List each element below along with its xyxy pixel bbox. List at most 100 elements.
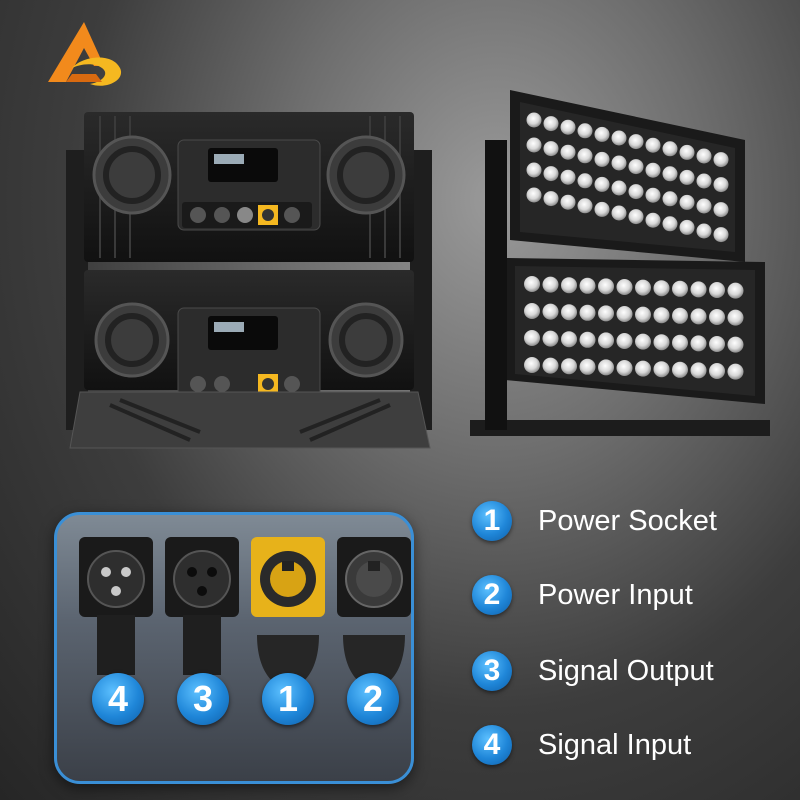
led-lens xyxy=(635,333,651,350)
connector-closeup: 4 3 1 2 xyxy=(54,512,414,784)
led-lens xyxy=(690,308,707,325)
port-xlr-female xyxy=(165,537,239,675)
port-badge-4: 4 xyxy=(92,673,144,725)
led-lens xyxy=(577,198,593,214)
led-lens xyxy=(662,141,678,157)
led-lens xyxy=(594,126,610,142)
led-lens xyxy=(594,151,610,167)
legend-number-badge: 2 xyxy=(472,575,512,615)
led-lens xyxy=(598,332,614,349)
led-lens xyxy=(561,277,577,294)
led-lens xyxy=(560,194,576,210)
led-lens xyxy=(524,330,540,346)
port-badge-3: 3 xyxy=(177,673,229,725)
led-lens xyxy=(713,227,729,243)
legend-label: Signal Input xyxy=(538,728,692,761)
led-lens xyxy=(616,306,633,322)
led-lens xyxy=(542,303,559,320)
led-lens xyxy=(653,280,670,297)
legend-item-signal-output: 3 Signal Output xyxy=(472,648,714,694)
led-lens xyxy=(709,336,725,352)
led-lens xyxy=(526,162,542,178)
led-lens xyxy=(543,191,559,207)
led-lens xyxy=(598,278,614,295)
led-lens xyxy=(560,144,576,160)
led-lens xyxy=(526,137,542,153)
led-lens xyxy=(679,219,695,235)
led-lens xyxy=(594,201,610,217)
led-lens xyxy=(653,361,670,378)
led-lens xyxy=(542,330,559,347)
led-lens xyxy=(635,306,651,323)
led-lens xyxy=(645,137,661,153)
led-lens xyxy=(560,169,576,185)
led-lens xyxy=(628,159,644,175)
led-lens xyxy=(579,304,596,321)
triangle-swirl-logo-icon xyxy=(48,22,122,86)
legend-item-power-socket: 1 Power Socket xyxy=(472,498,717,544)
led-lens xyxy=(696,223,712,239)
led-lens xyxy=(526,187,542,203)
led-lens xyxy=(616,333,633,349)
led-lens xyxy=(542,357,559,374)
led-lens xyxy=(594,176,610,192)
led-lens xyxy=(561,331,577,348)
led-lens xyxy=(713,152,729,168)
led-lens xyxy=(561,304,577,321)
led-lens xyxy=(727,363,744,380)
led-lens xyxy=(696,173,712,189)
led-lens xyxy=(598,305,614,322)
led-lens xyxy=(616,279,633,295)
led-lens xyxy=(713,202,729,218)
led-lens xyxy=(611,205,627,221)
led-lens xyxy=(662,216,678,232)
legend-number-badge: 1 xyxy=(472,501,512,541)
led-lens xyxy=(645,187,661,203)
led-lens xyxy=(679,144,695,160)
led-lens xyxy=(542,276,559,293)
led-lens xyxy=(543,166,559,182)
led-lens xyxy=(672,307,688,324)
legend-number-badge: 3 xyxy=(472,651,512,691)
led-lens xyxy=(560,119,576,135)
led-lens xyxy=(653,334,670,351)
led-lens xyxy=(727,309,744,326)
led-lens xyxy=(561,358,577,375)
led-lens xyxy=(672,280,688,297)
led-lens xyxy=(628,134,644,150)
led-lens xyxy=(635,279,651,296)
port-powercon-yellow xyxy=(251,537,325,688)
led-lens xyxy=(543,141,559,157)
led-lens xyxy=(628,209,644,225)
led-lens xyxy=(662,191,678,207)
led-lens xyxy=(709,309,725,325)
led-lens xyxy=(543,116,559,132)
led-lens xyxy=(645,162,661,178)
port-xlr-male xyxy=(79,537,153,675)
legend-label: Power Socket xyxy=(538,504,717,537)
legend-item-signal-input: 4 Signal Input xyxy=(472,722,691,768)
brand-logo xyxy=(42,18,126,90)
led-lens xyxy=(611,180,627,196)
led-lens xyxy=(524,276,540,292)
legend-item-power-input: 2 Power Input xyxy=(472,572,693,618)
led-lens xyxy=(690,362,707,379)
port-powercon-grey xyxy=(337,537,411,688)
led-lens xyxy=(690,281,707,298)
led-lens xyxy=(679,169,695,185)
led-lens xyxy=(690,335,707,352)
led-lens xyxy=(579,358,596,375)
led-lens xyxy=(579,277,596,294)
led-lens xyxy=(598,359,614,376)
led-lens xyxy=(727,282,744,299)
port-badge-1: 1 xyxy=(262,673,314,725)
led-lens xyxy=(672,361,688,378)
led-lens xyxy=(577,148,593,164)
led-lens xyxy=(579,331,596,348)
led-lens xyxy=(696,148,712,164)
led-lens xyxy=(662,166,678,182)
led-lens xyxy=(526,112,542,128)
led-lens xyxy=(611,155,627,171)
fixture-back-view xyxy=(66,112,432,449)
legend-label: Signal Output xyxy=(538,654,714,687)
